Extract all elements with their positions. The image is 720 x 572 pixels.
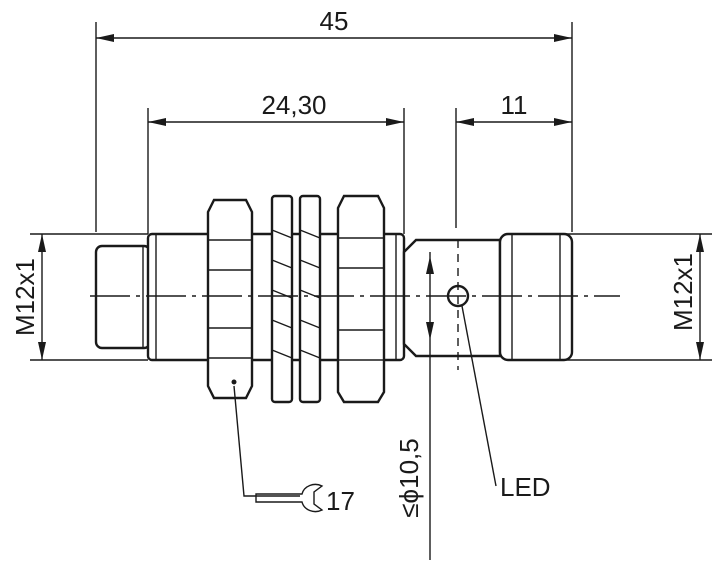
dimension-thread-right: M12x1: [560, 233, 712, 361]
overall-length-label: 45: [320, 6, 349, 36]
led-callout: LED: [461, 305, 551, 502]
wrench-callout: 17: [233, 385, 355, 516]
thread-left-label: M12x1: [10, 258, 40, 336]
rear-length-label: 11: [501, 90, 528, 120]
wrench-icon: [255, 483, 324, 513]
thread-length-label: 24,30: [261, 90, 326, 120]
thread-right-label: M12x1: [668, 253, 698, 331]
dimension-thread-left: M12x1: [10, 233, 148, 361]
hex-nut-right: [336, 194, 386, 404]
wrench-label: 17: [326, 486, 355, 516]
sensing-face: [94, 244, 152, 350]
diameter-label: ≤ϕ10,5: [394, 438, 424, 517]
hex-nut-left: [206, 198, 254, 400]
led-label: LED: [500, 472, 551, 502]
dimension-diameter: ≤ϕ10,5: [394, 240, 459, 560]
dimension-rear-length: 11: [455, 90, 572, 228]
lock-washers: [270, 194, 322, 404]
sensor-body: [90, 194, 620, 404]
connector-plug: [498, 232, 574, 362]
dimension-overall-length: 45: [95, 6, 573, 232]
dimension-thread-length: 24,30: [147, 90, 405, 234]
